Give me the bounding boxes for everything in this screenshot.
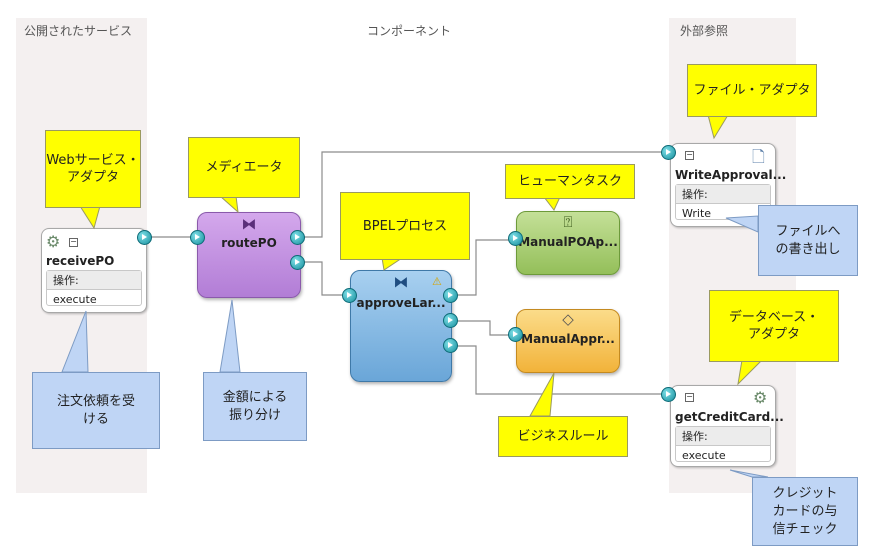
route-po-out-port-1-icon[interactable]	[290, 230, 305, 245]
callout-web-service-adapter: Webサービス・ アダプタ	[45, 130, 141, 208]
approve-large-out-port-2-icon[interactable]	[443, 313, 458, 328]
manual-po-approval-human-task[interactable]: ⍰ ManualPOAp...	[516, 211, 620, 275]
get-credit-card-operations: 操作: execute	[675, 426, 771, 462]
callout-credit-card-check-line-3: 信チェック	[772, 521, 838, 537]
manual-approval-business-rule[interactable]: ◇ ManualAppr...	[516, 309, 620, 373]
get-credit-card-port-icon[interactable]	[661, 387, 676, 402]
callout-credit-card-check-line-1: クレジット	[772, 485, 838, 501]
callout-human-task: ヒューマンタスク	[505, 164, 635, 199]
callout-route-by-amount-line-1: 金額による	[222, 389, 288, 405]
callout-credit-card-check: クレジット カードの与 信チェック	[752, 477, 858, 546]
get-credit-card-name: getCreditCard...	[675, 410, 784, 424]
callout-web-service-adapter-line-1: Webサービス・	[46, 153, 140, 168]
tail-receive-order	[61, 310, 89, 373]
components-lane-title: コンポーネント	[367, 24, 452, 38]
wire-approve-to-humantask	[454, 239, 510, 296]
callout-route-by-amount-line-2: 振り分け	[228, 407, 281, 423]
callout-mediator: メディエータ	[188, 137, 300, 198]
wire-approve-to-credit	[454, 345, 664, 395]
operations-header: 操作:	[676, 427, 770, 446]
approve-large-in-port-icon[interactable]	[342, 288, 357, 303]
callout-write-to-file: ファイルへ の書き出し	[758, 205, 858, 276]
route-po-in-port-icon[interactable]	[190, 230, 205, 245]
callout-receive-order-line-1: 注文依頼を受	[56, 393, 135, 409]
operations-header: 操作:	[47, 271, 141, 290]
approve-large-bpel[interactable]: ⧓ ⚠ approveLar...	[350, 270, 452, 382]
callout-database-adapter: データベース・ アダプタ	[709, 290, 839, 362]
write-approval-operations: 操作: Write	[675, 184, 771, 220]
operations-header: 操作:	[676, 185, 770, 204]
manual-po-approval-name: ManualPOAp...	[518, 235, 618, 249]
approve-large-out-port-1-icon[interactable]	[443, 288, 458, 303]
callout-business-rule: ビジネスルール	[498, 416, 628, 457]
receive-po-name: receivePO	[46, 254, 115, 268]
callout-write-to-file-line-2: の書き出し	[775, 241, 841, 257]
tail-credit-check	[729, 469, 769, 478]
callout-bpel-process: BPELプロセス	[340, 192, 470, 260]
route-po-name: routePO	[221, 236, 277, 250]
write-approval-port-icon[interactable]	[661, 145, 676, 160]
callout-web-service-adapter-line-2: アダプタ	[66, 170, 119, 185]
collapse-icon[interactable]: −	[69, 237, 78, 247]
tail-web-service	[79, 205, 101, 230]
callout-credit-card-check-line-2: カードの与	[772, 503, 838, 519]
exposed-services-lane-title: 公開されたサービス	[24, 24, 133, 38]
manual-approval-rule-port-icon[interactable]	[508, 327, 523, 342]
get-credit-card-reference[interactable]: − ⚙ getCreditCard... 操作: execute	[670, 385, 784, 467]
receive-po-port-icon[interactable]	[137, 230, 152, 245]
tail-database-adapter	[737, 359, 764, 386]
write-approval-name: WriteApproval...	[675, 168, 787, 182]
callout-file-adapter: ファイル・アダプタ	[687, 64, 817, 117]
callout-database-adapter-line-2: アダプタ	[747, 327, 800, 342]
gear-icon: ⚙	[46, 232, 61, 251]
operation-execute[interactable]: execute	[53, 293, 97, 306]
route-po-out-port-2-icon[interactable]	[290, 255, 305, 270]
external-references-lane-title: 外部参照	[680, 24, 729, 38]
write-approval-reference[interactable]: − 🗋 WriteApproval... 操作: Write	[670, 143, 786, 227]
bpel-process-icon: ⧓	[393, 273, 409, 291]
mediator-icon: ⧓	[241, 215, 257, 233]
receive-po-service[interactable]: ⚙ − receivePO 操作: execute	[41, 228, 147, 313]
wire-route-to-write	[302, 151, 666, 238]
collapse-icon[interactable]: −	[685, 392, 694, 402]
file-adapter-icon: 🗋	[752, 147, 765, 166]
collapse-icon[interactable]: −	[685, 150, 694, 160]
gear-icon: ⚙	[753, 388, 768, 407]
approve-large-name: approveLar...	[356, 296, 446, 310]
human-task-icon: ⍰	[563, 213, 573, 231]
callout-write-to-file-line-1: ファイルへ	[775, 223, 841, 239]
callout-receive-order: 注文依頼を受 ける	[32, 372, 160, 449]
wire-route-to-approve	[302, 261, 344, 296]
operation-write[interactable]: Write	[682, 207, 712, 220]
receive-po-operations: 操作: execute	[46, 270, 142, 306]
warning-icon: ⚠	[432, 275, 442, 288]
manual-po-approval-port-icon[interactable]	[508, 231, 523, 246]
tail-business-rule	[529, 372, 555, 417]
manual-approval-rule-name: ManualAppr...	[521, 332, 615, 346]
tail-route-by-amount	[219, 299, 241, 373]
tail-mediator	[218, 195, 239, 214]
tail-write-to-file	[725, 215, 759, 233]
callout-receive-order-line-2: ける	[82, 411, 109, 427]
business-rule-diamond-icon: ◇	[562, 310, 574, 328]
tail-file-adapter	[707, 114, 729, 140]
operation-execute[interactable]: execute	[682, 449, 726, 462]
route-po-mediator[interactable]: ⧓ routePO	[197, 212, 301, 298]
callout-route-by-amount: 金額による 振り分け	[203, 372, 307, 441]
wire-approve-to-rule	[454, 320, 513, 336]
callout-database-adapter-line-1: データベース・	[728, 310, 820, 325]
approve-large-out-port-3-icon[interactable]	[443, 338, 458, 353]
